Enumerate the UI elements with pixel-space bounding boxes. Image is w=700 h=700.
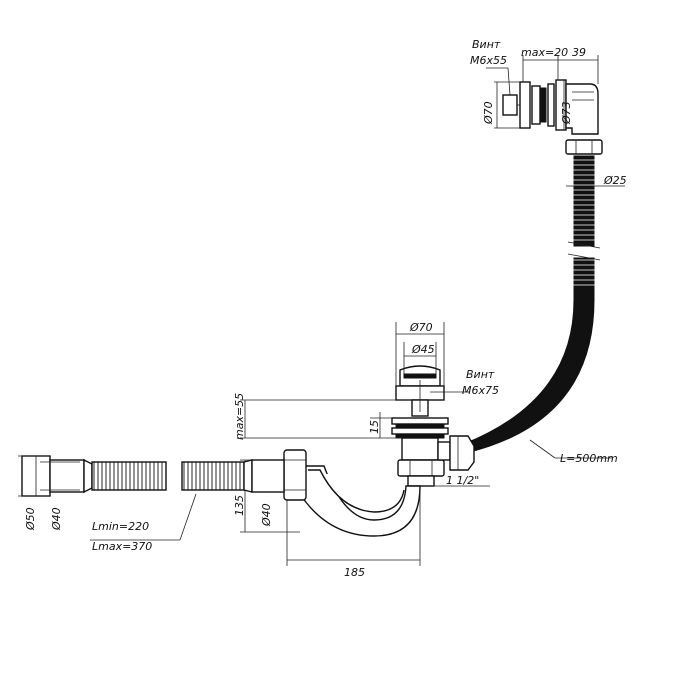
dim-135: 135: [233, 495, 246, 516]
drain-dimension-lines: [240, 322, 490, 566]
dim-diameter-70-top: Ø70: [482, 101, 495, 125]
thread-size-label: 1 1/2": [446, 474, 479, 487]
screw-top-size: M6x55: [470, 54, 507, 67]
dim-39: 39: [572, 46, 586, 59]
dim-diameter-73: Ø73: [560, 101, 573, 125]
dim-max55: max=55: [233, 393, 246, 440]
dim-diameter-50: Ø50: [24, 507, 37, 531]
drain-assembly: [391, 365, 475, 487]
overflow-assembly: [502, 79, 603, 155]
overflow-hose: [463, 155, 601, 453]
hose-min-length: Lmin=220: [92, 520, 149, 533]
screw-mid-size: M6x75: [462, 384, 499, 397]
hose-length-label: L=500mm: [560, 452, 618, 465]
outlet-dimension-lines: [18, 455, 197, 541]
outlet-hose-ribs: [93, 462, 241, 490]
dim-diameter-25: Ø25: [603, 174, 627, 187]
screw-mid-word: Винт: [466, 368, 495, 381]
hose-max-length: Lmax=370: [92, 540, 152, 553]
dim-diameter-40-outlet: Ø40: [50, 507, 63, 531]
dim-15: 15: [368, 420, 381, 434]
s-trap: [283, 449, 421, 537]
dim-diameter-70-drain: Ø70: [409, 321, 433, 334]
dim-diameter-45: Ø45: [411, 343, 435, 356]
screw-top-word: Винт: [472, 38, 501, 51]
dim-185: 185: [344, 566, 365, 579]
dim-max20: max=20: [521, 46, 568, 59]
top-dimension-lines: [486, 55, 599, 130]
hose-ribs: [572, 159, 596, 286]
dim-diameter-40-trap: Ø40: [260, 503, 273, 527]
